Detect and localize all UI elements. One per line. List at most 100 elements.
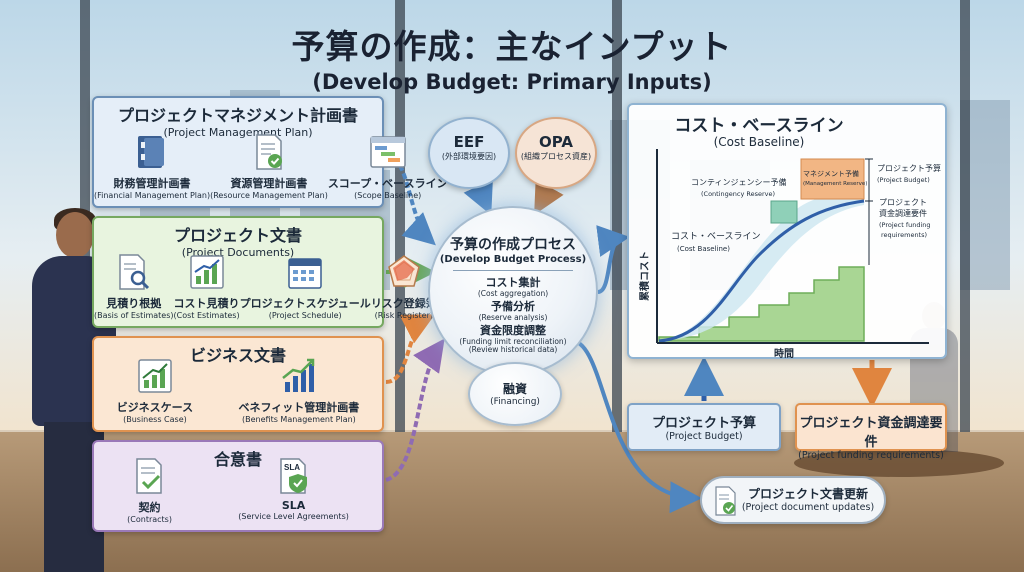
step-sublabel: (Funding limit reconciliation) (Review h… [459,336,567,354]
page-title: 予算の作成：主なインプット [291,27,733,66]
process-title: 予算の作成プロセス [450,237,576,253]
item-label: 財務管理計画書 [113,177,191,190]
arrow-biz-to-process [385,314,436,384]
financing-bubble: 融資 (Financing) [468,362,562,426]
develop-budget-process: 予算の作成プロセス (Develop Budget Process) コスト集計… [428,206,598,376]
rising-bars-icon [282,358,315,392]
item-sublabel: (Benefits Management Plan) [242,415,356,424]
contract-check-icon [135,458,162,494]
risk-radar-icon [387,255,420,287]
opa-subtitle: (組織プロセス資産) [520,152,592,161]
financing-sublabel: (Financing) [490,397,540,407]
budget-sublabel: (Project Budget) [877,176,930,184]
page-subtitle: (Develop Budget: Primary Inputs) [312,70,712,94]
output-label: プロジェクト資金調達要件 [799,416,943,450]
panel-business-documents: ビジネス文書 ビジネスケース (Business Case) ベネフィット [92,336,384,432]
item-benefits-management-plan: ベネフィット管理計画書 (Benefits Management Plan) [238,356,360,424]
item-sublabel: (Risk Register) [374,311,433,320]
output-project-budget: プロジェクト予算 (Project Budget) [627,403,781,451]
step-label: コスト集計 [485,276,541,289]
opa-title: OPA [539,133,573,151]
output-funding-requirements: プロジェクト資金調達要件 (Project funding requiremen… [795,403,947,461]
management-label: マネジメント予備 [803,169,859,178]
contingency-sublabel: (Contingency Reserve) [701,190,775,198]
item-sublabel: (Business Case) [123,415,187,424]
title-block: 予算の作成：主なインプット (Develop Budget: Primary I… [0,20,1024,94]
item-label: プロジェクトスケジュール [239,297,371,310]
item-business-case: ビジネスケース (Business Case) [117,356,193,424]
document-check-icon [256,134,282,170]
step-sublabel: (Reserve analysis) [478,312,548,322]
cost-baseline-chart: コンティンジェンシー予備 (Contingency Reserve) マネジメン… [656,149,941,344]
item-cost-estimates: コスト見積り (Cost Estimates) [174,252,240,320]
item-label: SLA [281,499,306,512]
eef-title: EEF [453,133,485,151]
bar-chart-icon [189,255,224,289]
eef-bubble: EEF (外部環境要因) [428,117,510,189]
item-sublabel: (Scope Baseline) [354,191,422,200]
panel-agreements: 合意書 契約 (Contracts) SLA SLA (Service Leve… [92,440,384,532]
growth-chart-icon [138,359,172,393]
item-sublabel: (Service Level Agreements) [238,512,349,521]
calendar-icon [288,258,322,289]
item-contracts: 契約 (Contracts) [127,456,172,524]
output-document-updates: プロジェクト文書更新 (Project document updates) [700,476,886,524]
binder-icon [138,136,165,168]
chart-title: コスト・ベースライン [674,116,844,136]
item-label: 契約 [138,501,161,514]
arrow-opa-to-process [534,179,564,215]
step-sublabel: (Cost aggregation) [477,289,549,298]
window-mullion [395,0,405,440]
financing-label: 融資 [502,382,527,396]
baseline-sublabel: (Cost Baseline) [677,245,730,253]
document-update-icon [715,486,736,516]
sla-badge-text: SLA [284,463,300,472]
item-financial-management-plan: 財務管理計画書 (Financial Management Plan) [94,132,210,200]
contingency-reserve-block [770,200,798,224]
item-resource-management-plan: 資源管理計画書 (Resource Management Plan) [210,132,328,200]
output-sublabel: (Project funding requirements) [798,450,944,461]
contingency-label: コンティンジェンシー予備 [691,177,787,187]
window-mullion [612,0,622,440]
cost-baseline-curve [658,199,865,343]
chart-subtitle: (Cost Baseline) [713,135,805,149]
window-mullion [960,0,970,440]
item-scope-baseline: スコープ・ベースライン (Scope Baseline) [328,132,448,200]
funding-label-2: 資金調達要件 [879,208,927,218]
item-sublabel: (Project Schedule) [268,311,342,320]
process-subtitle: (Develop Budget Process) [439,254,587,265]
eef-subtitle: (外部環境要因) [441,152,497,161]
arrow-process-to-baseline [596,225,630,294]
step-label: 予備分析 [491,299,535,313]
item-label: リスク登録簿 [370,297,437,310]
funding-sublabel-1: (Project funding [879,221,931,229]
output-label: プロジェクト予算 [651,416,756,431]
item-sublabel: (Basis of Estimates) [94,311,174,320]
panel-project-management-plan: プロジェクトマネジメント計画書 (Project Management Plan… [92,96,448,208]
y-axis-label: 累積コスト [640,251,651,301]
output-sublabel: (Project Budget) [665,431,743,442]
management-sublabel: (Management Reserve) [803,181,867,187]
item-label: 見積り根拠 [106,297,162,310]
item-risk-register: リスク登録簿 (Risk Register) [371,252,437,320]
output-label: プロジェクト文書更新 [747,487,868,501]
item-project-schedule: プロジェクトスケジュール (Project Schedule) [240,252,371,320]
item-label: スコープ・ベースライン [327,177,448,190]
management-reserve-block [800,158,865,200]
magnifier-document-icon [119,254,149,290]
x-axis-label: 時間 [774,349,794,360]
item-label: ベネフィット管理計画書 [238,401,360,414]
item-sublabel: (Resource Management Plan) [210,191,328,200]
item-sla: SLA SLA (Service Level Agreements) [238,456,349,524]
budget-label: プロジェクト予算 [877,163,941,173]
opa-bubble: OPA (組織プロセス資産) [515,117,597,189]
panel-project-documents: プロジェクト文書 (Project Documents) 見積り根拠 (Basi… [92,216,437,328]
arrow-agree-to-process [385,338,445,482]
cost-baseline-panel: コンティンジェンシー予備 (Contingency Reserve) マネジメン… [627,103,947,360]
item-label: コスト見積り [173,297,240,310]
item-sublabel: (Contracts) [127,515,172,524]
item-basis-of-estimates: 見積り根拠 (Basis of Estimates) [94,252,174,320]
sla-shield-icon: SLA [279,458,307,494]
arrow-process-to-doc-updates [569,338,702,514]
process-divider [453,270,573,271]
